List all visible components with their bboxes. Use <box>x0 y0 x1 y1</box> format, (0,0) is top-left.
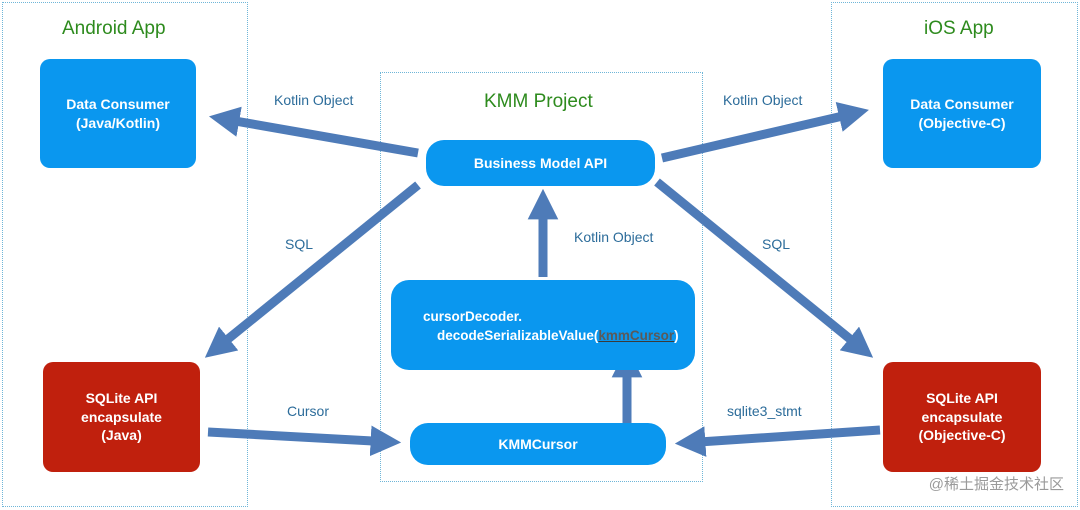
label-sqlite3-stmt: sqlite3_stmt <box>727 403 802 419</box>
kmm-cursor: KMMCursor <box>410 423 666 465</box>
business-model-api-label: Business Model API <box>473 154 608 171</box>
decoder-line2: decodeSerializableValue(kmmCursor) <box>423 327 695 346</box>
ios-sqlite-line2: encapsulate <box>921 408 1003 425</box>
label-sql-android: SQL <box>285 236 314 252</box>
arrow-api-to-ios-consumer <box>660 101 869 163</box>
label-kotlin-object-ios: Kotlin Object <box>723 92 803 108</box>
android-app-title: Android App <box>62 18 166 39</box>
ios-sqlite-api: SQLite API encapsulate (Objective-C) <box>883 362 1041 472</box>
android-sqlite-line1: SQLite API <box>85 389 158 406</box>
decoder-cursor-argument: kmmCursor <box>598 327 675 343</box>
kmm-project-title: KMM Project <box>484 91 593 112</box>
decoder-line1: cursorDecoder. <box>423 309 523 324</box>
android-app-group <box>2 2 248 507</box>
business-model-api: Business Model API <box>426 140 655 186</box>
ios-data-consumer: Data Consumer (Objective-C) <box>883 59 1041 168</box>
ios-sqlite-line3: (Objective-C) <box>918 427 1006 444</box>
ios-consumer-line1: Data Consumer <box>910 95 1014 112</box>
watermark: @稀土掘金技术社区 <box>928 476 1064 493</box>
arrow-android-sqlite-to-cursor <box>207 425 402 457</box>
cursor-decoder-node: cursorDecoder. decodeSerializableValue(k… <box>391 280 695 370</box>
kmm-cursor-label: KMMCursor <box>498 435 578 452</box>
ios-app-group <box>831 2 1078 507</box>
decoder-line2-suffix: ) <box>674 327 679 343</box>
ios-consumer-line2: (Objective-C) <box>918 114 1006 131</box>
android-consumer-line1: Data Consumer <box>66 95 170 112</box>
android-sqlite-line3: (Java) <box>101 427 142 444</box>
label-sql-ios: SQL <box>762 236 791 252</box>
kmm-project-group <box>380 72 703 482</box>
ios-sqlite-line1: SQLite API <box>926 389 998 406</box>
arrow-api-to-android-sqlite <box>204 181 421 358</box>
label-kotlin-object-decoder: Kotlin Object <box>574 229 654 245</box>
android-sqlite-api: SQLite API encapsulate (Java) <box>43 362 200 472</box>
label-kotlin-object-android: Kotlin Object <box>274 92 354 108</box>
arrow-ios-sqlite-to-cursor <box>674 425 881 457</box>
android-sqlite-line2: encapsulate <box>81 408 162 425</box>
arrow-api-to-ios-sqlite <box>654 178 874 358</box>
label-cursor: Cursor <box>287 403 330 419</box>
arrow-api-to-android-consumer <box>208 106 419 158</box>
android-consumer-line2: (Java/Kotlin) <box>75 114 160 131</box>
android-data-consumer: Data Consumer (Java/Kotlin) <box>40 59 196 168</box>
ios-app-title: iOS App <box>924 18 994 39</box>
decoder-line2-prefix: decodeSerializableValue( <box>437 327 599 343</box>
